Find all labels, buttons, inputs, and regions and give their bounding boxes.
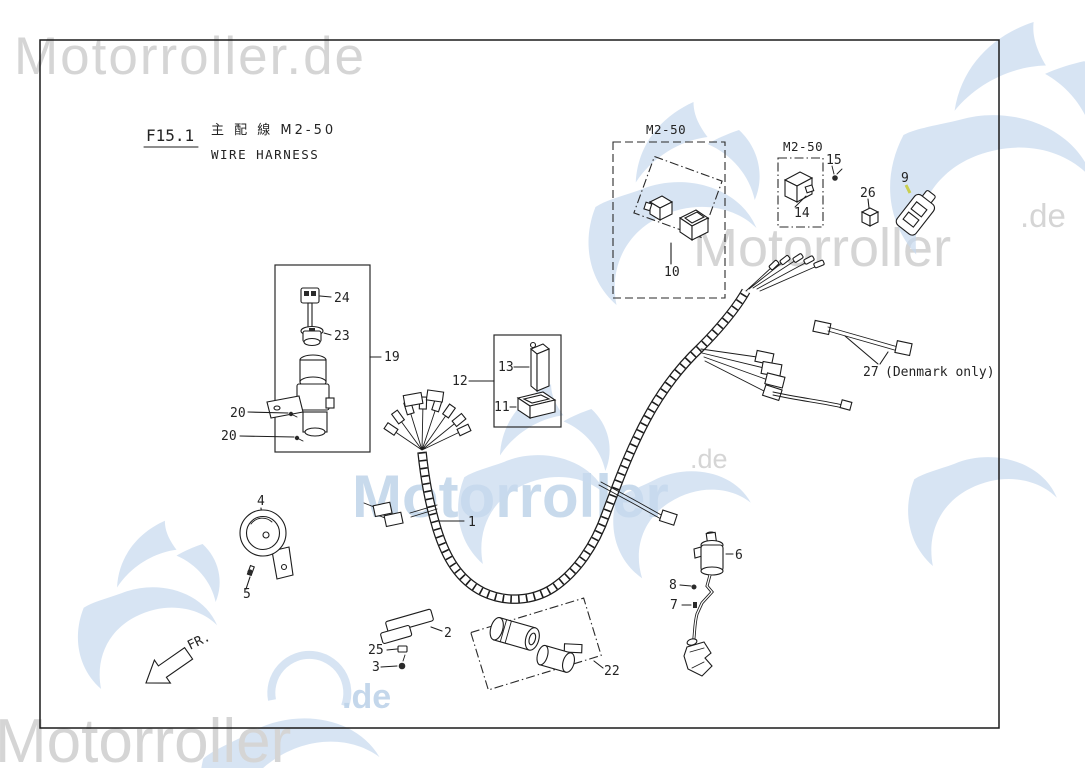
title-block: F15.1 主 配 線 M2-50 WIRE HARNESS — [143, 122, 336, 162]
part-27-denmark-wire: 27 (Denmark only) — [812, 319, 995, 380]
group-part-22: 22 — [470, 597, 620, 691]
harness-left-connector-fan — [383, 389, 472, 451]
part-24-key — [300, 287, 320, 330]
watermark-de-bottom-left: .de — [342, 678, 391, 716]
callout-8: 8 — [669, 578, 677, 593]
bird-logo-bottom-left — [77, 520, 220, 689]
callout-14: 14 — [794, 206, 810, 221]
title-cjk: 主 配 線 M2-50 — [211, 122, 336, 138]
part-14-cdi-unit — [783, 171, 815, 208]
callout-13: 13 — [498, 360, 514, 375]
watermark-brand-bottom-left: Motorroller — [0, 707, 291, 768]
part-13-fuse — [529, 341, 551, 393]
part-2-rubber-pads: 2 — [380, 608, 452, 644]
callout-4: 4 — [257, 494, 265, 509]
figure-code: F15.1 — [146, 126, 194, 145]
part-6-ignition-coil: 6 — [683, 531, 743, 677]
group-cdi: M2-50 14 15 — [777, 139, 843, 228]
callout-22: 22 — [604, 664, 620, 679]
callout-23: 23 — [334, 329, 350, 344]
relay-group-label: M2-50 — [646, 122, 686, 137]
bird-logo-center — [458, 384, 751, 579]
callout-7: 7 — [670, 598, 678, 613]
relay-inner-box — [633, 155, 723, 239]
callout-9-highlight-line — [904, 184, 912, 194]
callout-10: 10 — [664, 265, 680, 280]
part-5-screw: 5 — [243, 564, 255, 602]
group-ignition-switch: 24 23 19 20 — [221, 264, 400, 453]
callout-15: 15 — [826, 153, 842, 168]
callout-11: 11 — [494, 400, 510, 415]
part-1-main-harness: 1 — [363, 253, 853, 604]
callout-9: 9 — [901, 171, 909, 186]
callout-27: 27 — [863, 365, 879, 380]
part-4-horn: 4 — [239, 494, 294, 580]
bird-logo-right — [882, 8, 1085, 566]
fr-label: FR. — [185, 630, 213, 654]
part-22-relay-cylinder — [536, 643, 583, 673]
callout-3: 3 — [372, 660, 380, 675]
callout-19: 19 — [384, 350, 400, 365]
harness-top-connector-fan — [745, 253, 825, 292]
cdi-box — [777, 157, 824, 228]
cdi-group-label: M2-50 — [783, 139, 823, 154]
watermark-de-top-right: .de — [1020, 197, 1066, 234]
part-25-nut: 25 — [368, 643, 408, 658]
harness-lower-left-branch — [363, 501, 438, 528]
watermark-de-center: .de — [690, 444, 728, 474]
part-11-fuse-holder — [516, 391, 557, 420]
callout-20a: 20 — [230, 406, 246, 421]
group-relays: M2-50 10 — [612, 122, 726, 299]
callout-12: 12 — [452, 374, 468, 389]
diagram-frame — [39, 39, 1000, 729]
direction-arrow-fr: FR. — [145, 630, 213, 684]
part-15-screw — [831, 165, 843, 181]
part-22-box — [470, 597, 602, 691]
callout-24: 24 — [334, 291, 350, 306]
watermark-brand-top-left: Motorroller.de — [14, 27, 366, 86]
title-en: WIRE HARNESS — [211, 147, 319, 162]
relay-outer-box — [612, 141, 726, 299]
fr-arrow-icon — [145, 646, 194, 684]
part-8-fastener: 8 — [669, 578, 697, 593]
part-7-fastener: 7 — [670, 598, 697, 613]
spark-plug-cap — [683, 638, 713, 677]
part-10-relays — [643, 195, 710, 242]
callout-5: 5 — [243, 587, 251, 602]
part-23-lock-ring — [300, 325, 324, 347]
group-fuse-box: 13 11 12 — [452, 334, 562, 428]
bird-logo-bottom-center — [200, 650, 380, 768]
harness-lower-right-branch — [598, 481, 678, 526]
callout-6: 6 — [735, 548, 743, 563]
part-22-condenser — [489, 617, 540, 651]
callout-2: 2 — [444, 626, 452, 641]
callout-26: 26 — [860, 186, 876, 201]
part-26-nut: 26 — [860, 186, 880, 227]
harness-mid-branch-connectors — [700, 348, 853, 411]
part-3-screw: 3 — [372, 654, 406, 675]
callout-1: 1 — [468, 515, 476, 530]
callout-20b: 20 — [221, 429, 237, 444]
callout-25: 25 — [368, 643, 384, 658]
ignition-switch-box — [274, 264, 371, 453]
callout-27-note: (Denmark only) — [885, 365, 995, 380]
part-19-ignition-switch-body — [266, 354, 335, 437]
part-20-screws — [288, 411, 304, 442]
part-9-switch: 9 — [895, 171, 936, 236]
